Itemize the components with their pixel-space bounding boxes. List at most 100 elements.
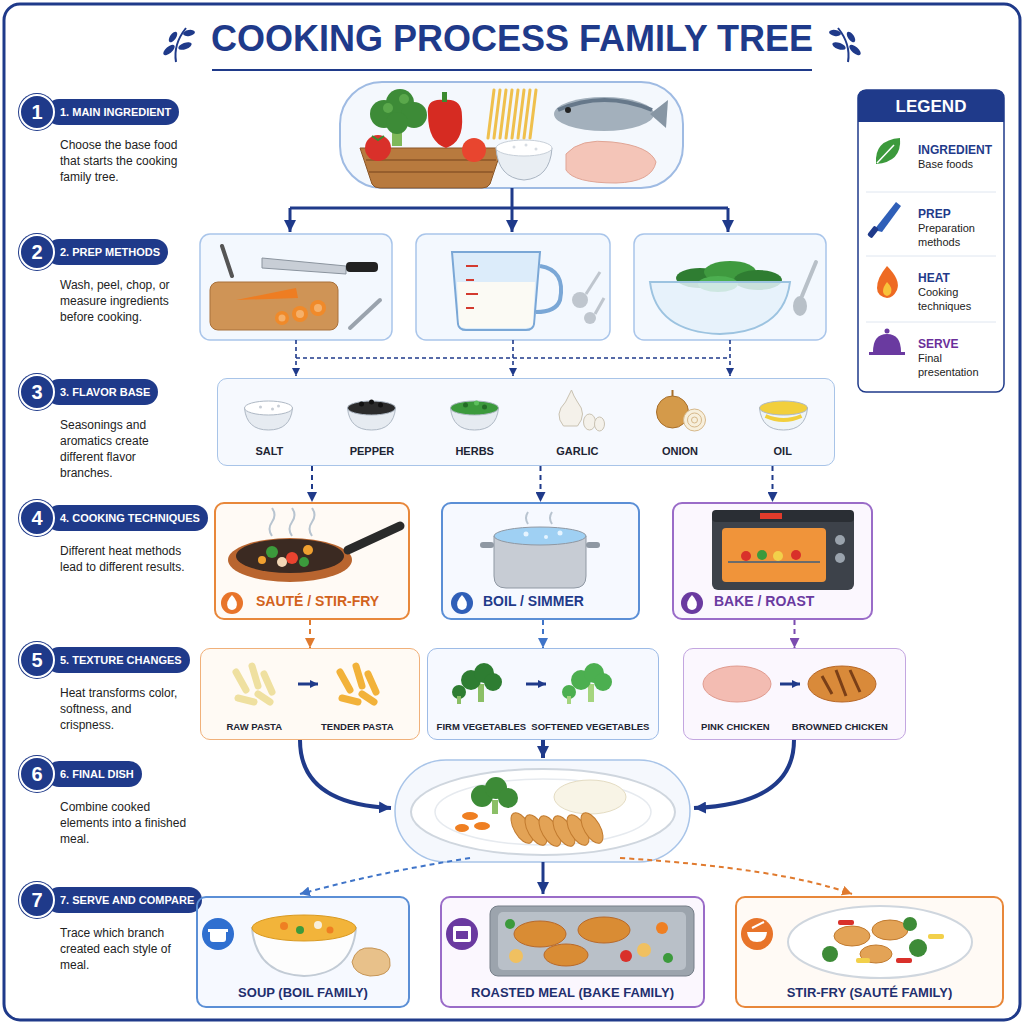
prep-panel xyxy=(634,234,826,340)
ingredient-label: PEPPER xyxy=(321,445,424,457)
salt-bowl xyxy=(271,408,274,411)
step-number: 2 xyxy=(31,241,42,263)
measuring-cup xyxy=(457,282,535,328)
roasting-tray xyxy=(509,949,523,963)
saute-pan xyxy=(228,508,400,582)
prep-link xyxy=(729,340,731,376)
leaf-ornament xyxy=(829,29,842,37)
firm-broccoli xyxy=(457,696,461,704)
garlic xyxy=(559,390,605,431)
stir-fry-plate xyxy=(903,917,917,931)
stir-fry-plate xyxy=(834,926,870,946)
stir-fry-plate xyxy=(896,958,912,963)
texture-label: BROWNED CHICKEN xyxy=(792,721,888,733)
step-title: 4. COOKING TECHNIQUES xyxy=(46,505,208,531)
boiling-pot xyxy=(544,535,548,539)
saute-pan xyxy=(266,546,278,558)
roasting-tray xyxy=(578,917,630,943)
oil-bowl xyxy=(760,401,808,430)
onion xyxy=(672,390,674,396)
serve-arrow xyxy=(620,858,852,894)
herbs-bowl xyxy=(451,401,499,415)
flow-connector xyxy=(540,466,542,502)
tender-pasta xyxy=(340,666,376,702)
rice-bowl xyxy=(513,146,516,149)
meal-box: SOUP (BOIL FAMILY) xyxy=(196,896,410,1008)
ingredient-label: ONION xyxy=(629,445,732,457)
pink-chicken xyxy=(703,666,771,702)
measuring-cup xyxy=(452,252,540,330)
roasting-tray xyxy=(663,953,673,963)
step-title: 6. FINAL DISH xyxy=(46,761,142,787)
spinach-bowl xyxy=(793,296,807,316)
roasting-tray xyxy=(544,944,588,966)
step-description: Trace which branch created each style of… xyxy=(60,925,188,973)
herbs-bowl xyxy=(482,405,487,410)
ingredient-panel xyxy=(340,82,683,188)
browned-chicken xyxy=(822,670,860,696)
branch-arrow xyxy=(511,208,514,232)
oven xyxy=(712,510,854,522)
herbs-bowl xyxy=(463,403,468,408)
measuring-cup xyxy=(466,266,478,308)
boiling-pot xyxy=(480,512,600,588)
saute-pan xyxy=(299,557,309,567)
technique-panel xyxy=(214,502,873,620)
step-number-badge: 7 xyxy=(19,882,55,918)
prep-panel xyxy=(200,234,392,340)
step-number: 7 xyxy=(31,889,42,911)
leaf-ornament xyxy=(167,30,179,43)
step-label: 7. SERVE AND COMPARE Trace which branch c… xyxy=(46,887,202,973)
step-description: Choose the base food that starts the coo… xyxy=(60,137,188,185)
leaf-ornament xyxy=(848,43,863,57)
step-number-badge: 4 xyxy=(19,500,55,536)
pasta xyxy=(488,90,536,138)
legend-icon xyxy=(885,329,890,334)
title-underline xyxy=(212,69,812,71)
boiling-pot xyxy=(480,542,494,548)
step-number: 1 xyxy=(31,101,42,123)
onion xyxy=(684,409,706,431)
final-dish xyxy=(577,809,608,846)
flavor-panel xyxy=(217,378,835,466)
legend-title: LEGEND xyxy=(858,97,1004,117)
legend-icon xyxy=(876,138,900,164)
cutting-board xyxy=(279,315,286,322)
tomato xyxy=(372,136,384,140)
leaf-ornament xyxy=(183,29,196,37)
flow-connector xyxy=(542,620,544,648)
step-title: 7. SERVE AND COMPARE xyxy=(46,887,202,913)
merge-arrow xyxy=(541,740,545,758)
saute-pan xyxy=(348,526,400,550)
rice-bowl xyxy=(496,140,552,156)
step-number-badge: 6 xyxy=(19,756,55,792)
meal-label: STIR-FRY (SAUTÉ FAMILY) xyxy=(787,985,953,1001)
leaf-ornament xyxy=(831,41,846,52)
legend-icon xyxy=(867,225,879,238)
texture-panel xyxy=(200,648,906,740)
flavor-panel xyxy=(217,378,835,466)
roasting-tray xyxy=(505,919,515,929)
legend-label: PREP xyxy=(918,207,951,221)
ingredient-label: HERBS xyxy=(423,445,526,457)
raw-pasta xyxy=(236,666,272,702)
heat-icon xyxy=(451,592,473,614)
texture-label: RAW PASTA xyxy=(226,721,282,733)
saute-pan xyxy=(286,552,298,564)
texture-box: RAW PASTATENDER PASTA xyxy=(200,648,420,740)
oven xyxy=(791,550,801,560)
garlic xyxy=(559,390,583,426)
stir-fry-plate xyxy=(909,939,927,957)
texture-box: PINK CHICKENBROWNED CHICKEN xyxy=(683,648,906,740)
texture-label: FIRM VEGETABLES xyxy=(437,721,527,733)
soup-bowl xyxy=(327,927,334,934)
change-arrow xyxy=(780,683,800,686)
chicken-breast xyxy=(566,141,656,183)
cutting-board xyxy=(346,262,378,272)
rice-bowl xyxy=(535,148,538,151)
legend-description: Final presentation xyxy=(918,351,1002,379)
final-dish xyxy=(395,760,690,862)
cutting-board xyxy=(314,304,322,312)
prep-panel xyxy=(416,234,610,340)
meal-icon xyxy=(202,918,234,950)
